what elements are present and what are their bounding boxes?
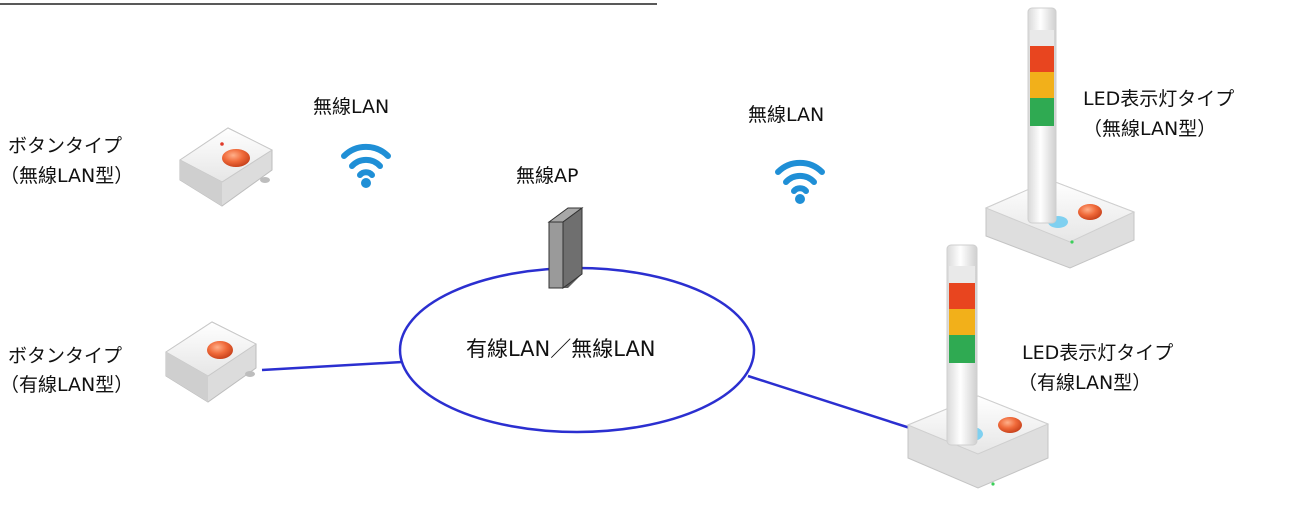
led-wireless-label-line2: （無線LAN型） bbox=[1083, 118, 1217, 140]
button-wireless-label-line1: ボタンタイプ bbox=[8, 135, 123, 157]
wifi-icon bbox=[341, 143, 391, 188]
network-label: 有線LAN／無線LAN bbox=[466, 337, 656, 361]
signal-tower-wireless bbox=[984, 7, 1136, 269]
ap-label: 無線AP bbox=[516, 165, 579, 187]
wireless-label-right: 無線LAN bbox=[748, 104, 825, 126]
wifi-icon bbox=[775, 159, 825, 204]
led-wired-label-line1: LED表示灯タイプ bbox=[1022, 342, 1174, 364]
wired-link-right bbox=[747, 374, 911, 430]
button-wired-label-line2: （有線LAN型） bbox=[0, 374, 134, 396]
button-device-wired bbox=[165, 321, 257, 403]
button-wireless-label-line2: （無線LAN型） bbox=[0, 165, 134, 187]
wired-link-left bbox=[261, 360, 403, 372]
button-device-wireless bbox=[179, 127, 274, 207]
button-wired-label-line1: ボタンタイプ bbox=[8, 345, 123, 367]
led-wired-label-line2: （有線LAN型） bbox=[1018, 372, 1152, 394]
signal-tower-wired bbox=[906, 244, 1050, 489]
wireless-label-left: 無線LAN bbox=[313, 96, 390, 118]
access-point bbox=[547, 207, 584, 289]
led-wireless-label-line1: LED表示灯タイプ bbox=[1083, 88, 1235, 110]
